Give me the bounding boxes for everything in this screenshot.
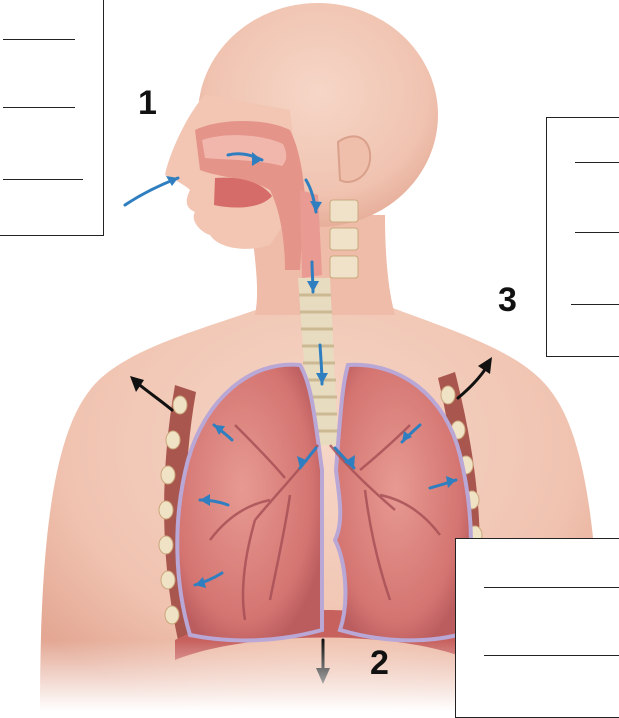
label-box-2 [455, 538, 619, 718]
answer-blank[interactable] [3, 179, 83, 180]
label-number-1: 1 [138, 86, 157, 120]
label-box-1 [0, 0, 104, 236]
answer-blank[interactable] [571, 304, 619, 305]
answer-blank[interactable] [484, 655, 619, 656]
label-number-3: 3 [498, 283, 517, 317]
answer-blank[interactable] [484, 587, 619, 588]
answer-blank[interactable] [3, 39, 75, 40]
answer-blank[interactable] [575, 232, 619, 233]
answer-blank[interactable] [575, 162, 619, 163]
answer-blank[interactable] [3, 107, 75, 108]
label-box-3 [546, 117, 619, 357]
vertebrae [330, 200, 358, 278]
label-number-2: 2 [370, 646, 389, 680]
